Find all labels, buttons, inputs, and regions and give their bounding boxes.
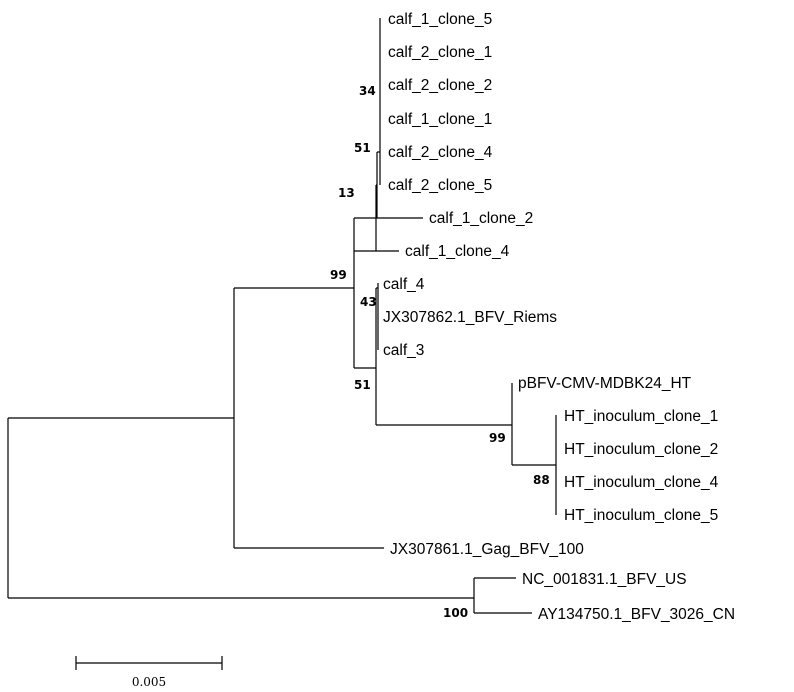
- taxon-label: calf_1_clone_1: [388, 111, 492, 128]
- bootstrap-value: 34: [359, 84, 376, 98]
- bootstrap-value: 99: [489, 431, 506, 445]
- bootstrap-value: 13: [338, 186, 355, 200]
- taxon-label: AY134750.1_BFV_3026_CN: [538, 606, 735, 623]
- bootstrap-value: 99: [330, 268, 347, 282]
- scale-bar-label: 0.005: [132, 675, 166, 689]
- taxon-label: calf_2_clone_2: [388, 77, 492, 94]
- taxon-label: calf_1_clone_2: [429, 210, 533, 227]
- bootstrap-value: 51: [354, 378, 371, 392]
- taxon-label: pBFV-CMV-MDBK24_HT: [518, 375, 692, 392]
- bootstrap-value: 100: [443, 606, 468, 620]
- bootstrap-value: 43: [360, 295, 377, 309]
- taxon-label: HT_inoculum_clone_1: [564, 408, 718, 425]
- taxon-label: HT_inoculum_clone_4: [564, 474, 719, 491]
- taxon-label: calf_2_clone_5: [388, 177, 492, 194]
- bootstrap-value: 51: [354, 141, 371, 155]
- taxon-label: calf_1_clone_4: [405, 243, 510, 260]
- taxon-label: HT_inoculum_clone_5: [564, 507, 718, 524]
- taxon-label: calf_3: [383, 342, 424, 359]
- taxon-label: JX307862.1_BFV_Riems: [383, 309, 557, 326]
- taxon-label: HT_inoculum_clone_2: [564, 441, 718, 458]
- taxon-label: calf_4: [383, 276, 425, 293]
- taxon-label: JX307861.1_Gag_BFV_100: [390, 541, 584, 558]
- taxon-label: NC_001831.1_BFV_US: [522, 571, 687, 588]
- taxon-label: calf_2_clone_4: [388, 144, 493, 161]
- scale-bar: 0.005: [75, 656, 223, 689]
- bootstrap-value: 88: [533, 473, 550, 487]
- taxon-label: calf_2_clone_1: [388, 44, 492, 61]
- taxon-label: calf_1_clone_5: [388, 11, 492, 28]
